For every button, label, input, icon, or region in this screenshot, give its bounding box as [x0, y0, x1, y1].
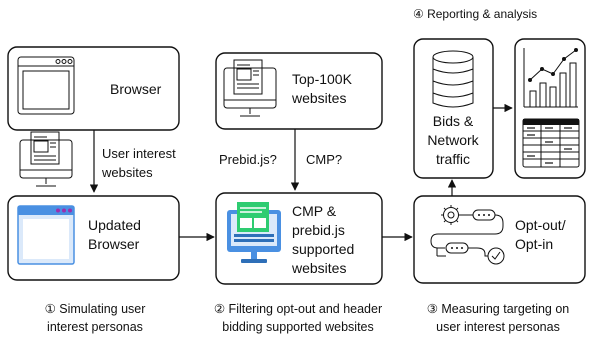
- caption-3-line-2: user interest personas: [436, 320, 560, 334]
- updated-browser-label-2: Browser: [88, 236, 140, 252]
- top-websites-label-2: websites: [291, 90, 346, 106]
- bids-box: Bids & Network traffic: [413, 38, 494, 179]
- cmp-supported-label-2: prebid.js: [292, 222, 345, 238]
- updated-browser-box: Updated Browser: [7, 195, 180, 281]
- optout-box: Opt-out/ Opt-in: [413, 195, 586, 284]
- caption-1-line-2: interest personas: [47, 320, 143, 334]
- targeting-flow-icon: [430, 205, 505, 265]
- browser-box: Browser: [7, 46, 180, 131]
- caption-2-line-1: ② Filtering opt-out and header: [214, 302, 382, 316]
- analysis-box: [514, 38, 586, 179]
- cmp-website-monitor-icon: [227, 202, 281, 263]
- bar-chart-icon: [523, 48, 578, 108]
- top-websites-monitor-icon: [223, 59, 277, 117]
- optout-label-2: Opt-in: [515, 236, 553, 252]
- prebid-question-label: Prebid.js?: [219, 152, 277, 167]
- user-interest-label-2: websites: [101, 165, 153, 180]
- browser-window-icon: [17, 56, 75, 115]
- bids-label-2: Network: [427, 132, 479, 148]
- top-websites-label-1: Top-100K: [292, 71, 353, 87]
- top-websites-box: Top-100K websites: [215, 52, 383, 130]
- cmp-supported-label-1: CMP &: [292, 203, 337, 219]
- cmp-supported-label-4: websites: [291, 260, 346, 276]
- cmp-question-label: CMP?: [306, 152, 342, 167]
- cmp-supported-label-3: supported: [292, 241, 354, 257]
- updated-browser-label-1: Updated: [88, 217, 141, 233]
- caption-2-line-2: bidding supported websites: [222, 320, 374, 334]
- optout-label-1: Opt-out/: [515, 217, 566, 233]
- user-interest-monitor-icon: [19, 131, 73, 187]
- updated-browser-icon: [17, 205, 75, 265]
- gear-icon: [441, 205, 461, 225]
- caption-1-line-1: ① Simulating user: [45, 302, 146, 316]
- reporting-title: ④ Reporting & analysis: [413, 7, 537, 21]
- browser-label: Browser: [110, 81, 162, 97]
- bids-label-1: Bids &: [433, 113, 474, 129]
- user-interest-label-1: User interest: [102, 146, 176, 161]
- cmp-supported-box: CMP & prebid.js supported websites: [215, 192, 383, 285]
- table-icon: [522, 118, 580, 168]
- bids-label-3: traffic: [436, 151, 470, 167]
- database-icon: [432, 50, 474, 108]
- caption-3-line-1: ③ Measuring targeting on: [427, 302, 570, 316]
